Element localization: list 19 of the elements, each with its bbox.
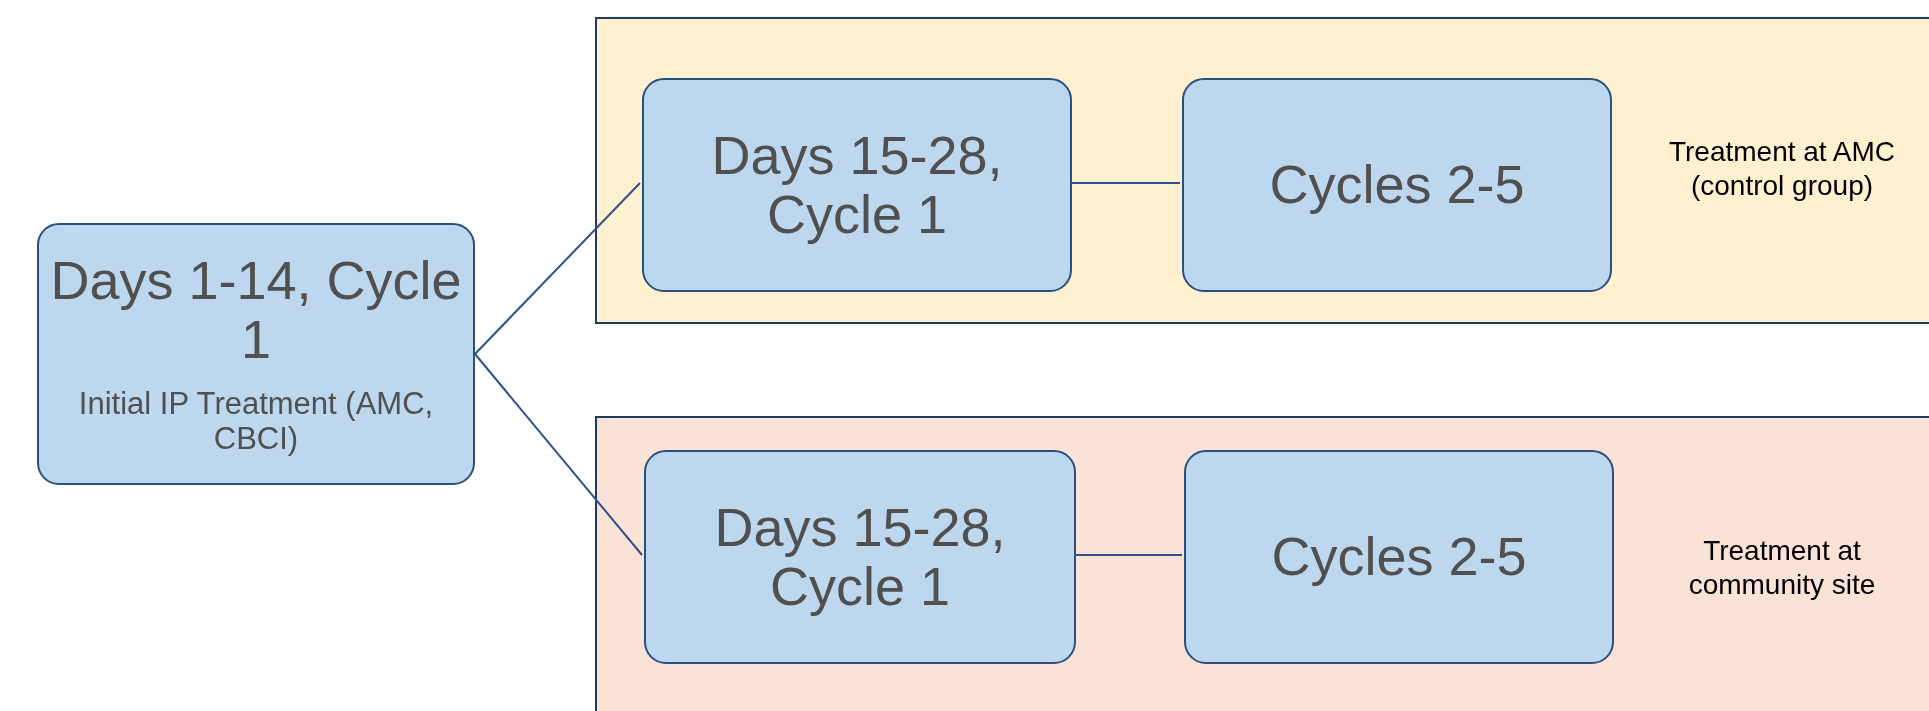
connector-line xyxy=(474,182,641,355)
group-band xyxy=(595,17,1929,324)
step-title: Days 15-28, Cycle 1 xyxy=(713,497,1007,617)
step-title: Cycles 2-5 xyxy=(1269,155,1525,215)
step-title: Days 15-28, Cycle 1 xyxy=(710,125,1004,245)
group-label: Treatment at AMC (control group) xyxy=(1667,135,1897,203)
process-box xyxy=(1184,450,1614,664)
group-label: Treatment at community site xyxy=(1687,534,1877,602)
step-title: Cycles 2-5 xyxy=(1271,527,1527,587)
step-title: Days 1-14, Cycle 1 xyxy=(49,250,463,370)
process-box xyxy=(37,223,475,485)
process-box xyxy=(642,78,1072,292)
connector-line xyxy=(474,353,643,556)
group-band xyxy=(595,416,1929,711)
process-box xyxy=(644,450,1076,664)
connector-line xyxy=(1073,554,1183,556)
connector-line xyxy=(1069,182,1181,184)
step-description: Initial IP Treatment (AMC, CBCI) xyxy=(77,385,435,458)
process-box xyxy=(1182,78,1612,292)
